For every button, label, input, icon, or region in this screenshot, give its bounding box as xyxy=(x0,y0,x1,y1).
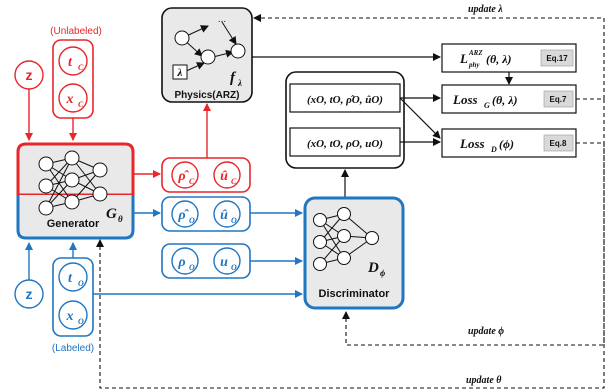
u-c-sub: C xyxy=(231,177,237,186)
labeled-input-box xyxy=(52,257,94,337)
generator-loss-box: Loss G (θ, λ) Eq.7 xyxy=(441,84,577,114)
rho-c-node: ρ̂ C xyxy=(171,161,199,189)
discriminator-loss-symbol: Loss xyxy=(459,136,485,151)
update-theta-label: update θ xyxy=(466,375,502,386)
discriminator-loss-box: Loss D (ϕ) Eq.8 xyxy=(441,128,577,158)
u-o-label: u xyxy=(220,255,228,270)
generator-block: G θ Generator xyxy=(16,142,135,240)
rho-c-label: ρ̂ xyxy=(177,169,189,184)
observation-output-box xyxy=(161,196,251,232)
discriminator-loss-args: (ϕ) xyxy=(499,137,514,151)
physics-loss-symbol: L xyxy=(459,51,468,66)
observed-values-box xyxy=(161,243,251,279)
u-o-hat-label: û xyxy=(220,208,228,223)
u-o-hat-node: û O xyxy=(213,200,241,228)
u-o-hat-sub: O xyxy=(231,216,237,225)
generator-loss-sub: G xyxy=(484,101,490,110)
z-top-label: z xyxy=(26,67,33,83)
generator-label: Generator xyxy=(47,218,100,230)
physics-loss-sub: phy xyxy=(468,61,480,69)
generator-symbol-sub: θ xyxy=(118,214,123,224)
x-c-label: x xyxy=(66,92,74,107)
t-o-label: t xyxy=(68,271,73,286)
physics-dots: ... xyxy=(218,14,226,25)
discriminator-block: D ϕ Discriminator xyxy=(303,196,405,310)
rho-o-node: ρ O xyxy=(171,247,199,275)
discriminator-output-container xyxy=(285,71,405,169)
physics-loss-sup: ARZ xyxy=(468,49,483,57)
collocation-output-box xyxy=(161,157,251,193)
generator-loss-args: (θ, λ) xyxy=(492,93,518,107)
discriminator-symbol: D xyxy=(367,260,379,276)
rho-o-hat-node: ρ̂ O xyxy=(171,200,199,228)
t-c-label: t xyxy=(68,55,73,70)
x-c-node: x C xyxy=(58,83,88,113)
rho-o-label: ρ xyxy=(177,255,185,270)
x-o-node: x O xyxy=(58,300,88,330)
unlabeled-caption: (Unlabeled) xyxy=(50,26,102,37)
t-o-sub: O xyxy=(78,279,84,288)
z-bottom-label: z xyxy=(26,286,33,302)
physics-symbol-sub: λ xyxy=(237,78,242,88)
physics-loss-args: (θ, λ) xyxy=(486,52,512,66)
disc-real-output: (xO, tO, ρO, uO) xyxy=(289,127,401,157)
u-o-sub: O xyxy=(231,263,237,272)
x-o-sub: O xyxy=(78,317,84,326)
update-lambda-label: update λ xyxy=(468,4,503,15)
u-c-label: û xyxy=(220,169,228,184)
physics-block: ... λ f λ Physics(ARZ) xyxy=(161,7,253,103)
z-noise-top: z xyxy=(14,60,44,90)
discriminator-label: Discriminator xyxy=(319,288,391,300)
rho-o-hat-label: ρ̂ xyxy=(177,208,189,223)
physics-loss-box: L ARZ phy (θ, λ) Eq.17 xyxy=(441,43,577,73)
t-c-node: t C xyxy=(58,46,88,76)
u-c-node: û C xyxy=(213,161,241,189)
physics-lambda: λ xyxy=(177,67,183,79)
disc-fake-text: (xO, tO, ρ̂O, ûO) xyxy=(307,94,383,106)
physics-symbol: f xyxy=(230,70,237,86)
t-c-sub: C xyxy=(78,63,84,72)
discriminator-loss-sub: D xyxy=(490,145,497,154)
labeled-caption: (Labeled) xyxy=(52,343,94,354)
disc-real-text: (xO, tO, ρO, uO) xyxy=(307,138,383,150)
discriminator-loss-eq: Eq.8 xyxy=(550,139,567,148)
rho-c-sub: C xyxy=(189,177,195,186)
generator-symbol: G xyxy=(106,206,117,222)
disc-fake-output: (xO, tO, ρ̂O, ûO) xyxy=(289,83,401,113)
x-o-label: x xyxy=(66,309,74,324)
rho-o-sub: O xyxy=(189,263,195,272)
u-o-node: u O xyxy=(213,247,241,275)
update-phi-label: update ϕ xyxy=(468,326,504,337)
physics-loss-eq: Eq.17 xyxy=(546,54,568,63)
x-c-sub: C xyxy=(78,100,84,109)
physics-label: Physics(ARZ) xyxy=(174,90,239,101)
rho-o-hat-sub: O xyxy=(189,216,195,225)
generator-loss-eq: Eq.7 xyxy=(550,95,567,104)
t-o-node: t O xyxy=(58,262,88,292)
discriminator-symbol-sub: ϕ xyxy=(380,268,385,278)
z-noise-bottom: z xyxy=(14,279,44,309)
generator-loss-symbol: Loss xyxy=(452,92,478,107)
